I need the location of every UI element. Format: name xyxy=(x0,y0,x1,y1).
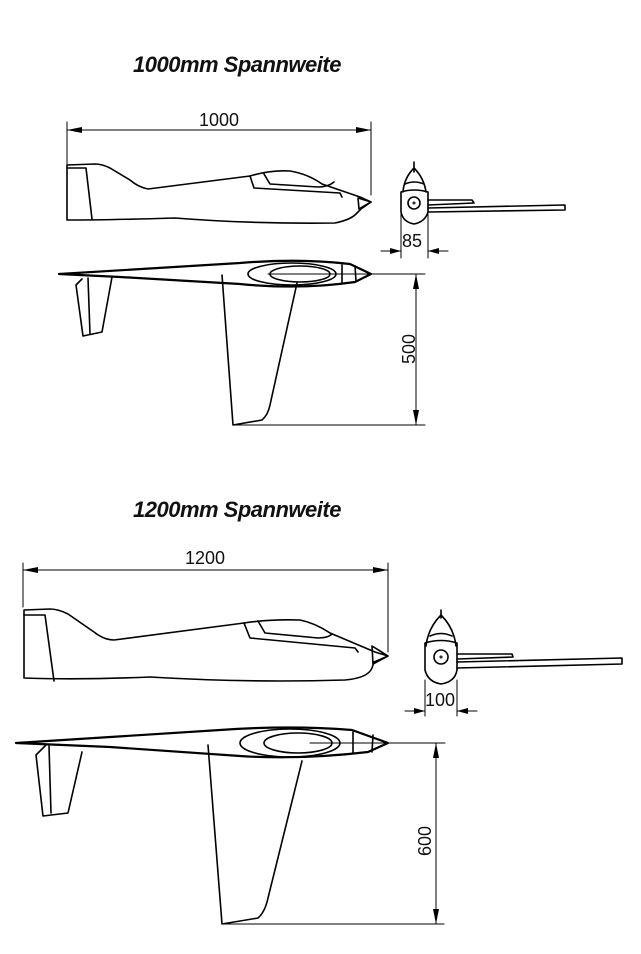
variant-1-length-label: 1000 xyxy=(199,110,240,130)
variant-2-length-label: 1200 xyxy=(185,548,226,568)
variant-1-title: 1000mm Spannweite xyxy=(133,52,341,77)
variant-1-top-view xyxy=(57,259,426,426)
variant-1-front-view xyxy=(380,161,566,259)
variant-2-title: 1200mm Spannweite xyxy=(133,497,341,522)
variant-1-width-label: 85 xyxy=(402,231,423,251)
variant-1-side-view xyxy=(66,121,372,224)
variant-2-front-view xyxy=(404,609,623,717)
variant-2-side-view xyxy=(22,562,389,682)
variant-2-width-label: 100 xyxy=(425,690,456,710)
variant-2-top-view xyxy=(14,726,446,925)
